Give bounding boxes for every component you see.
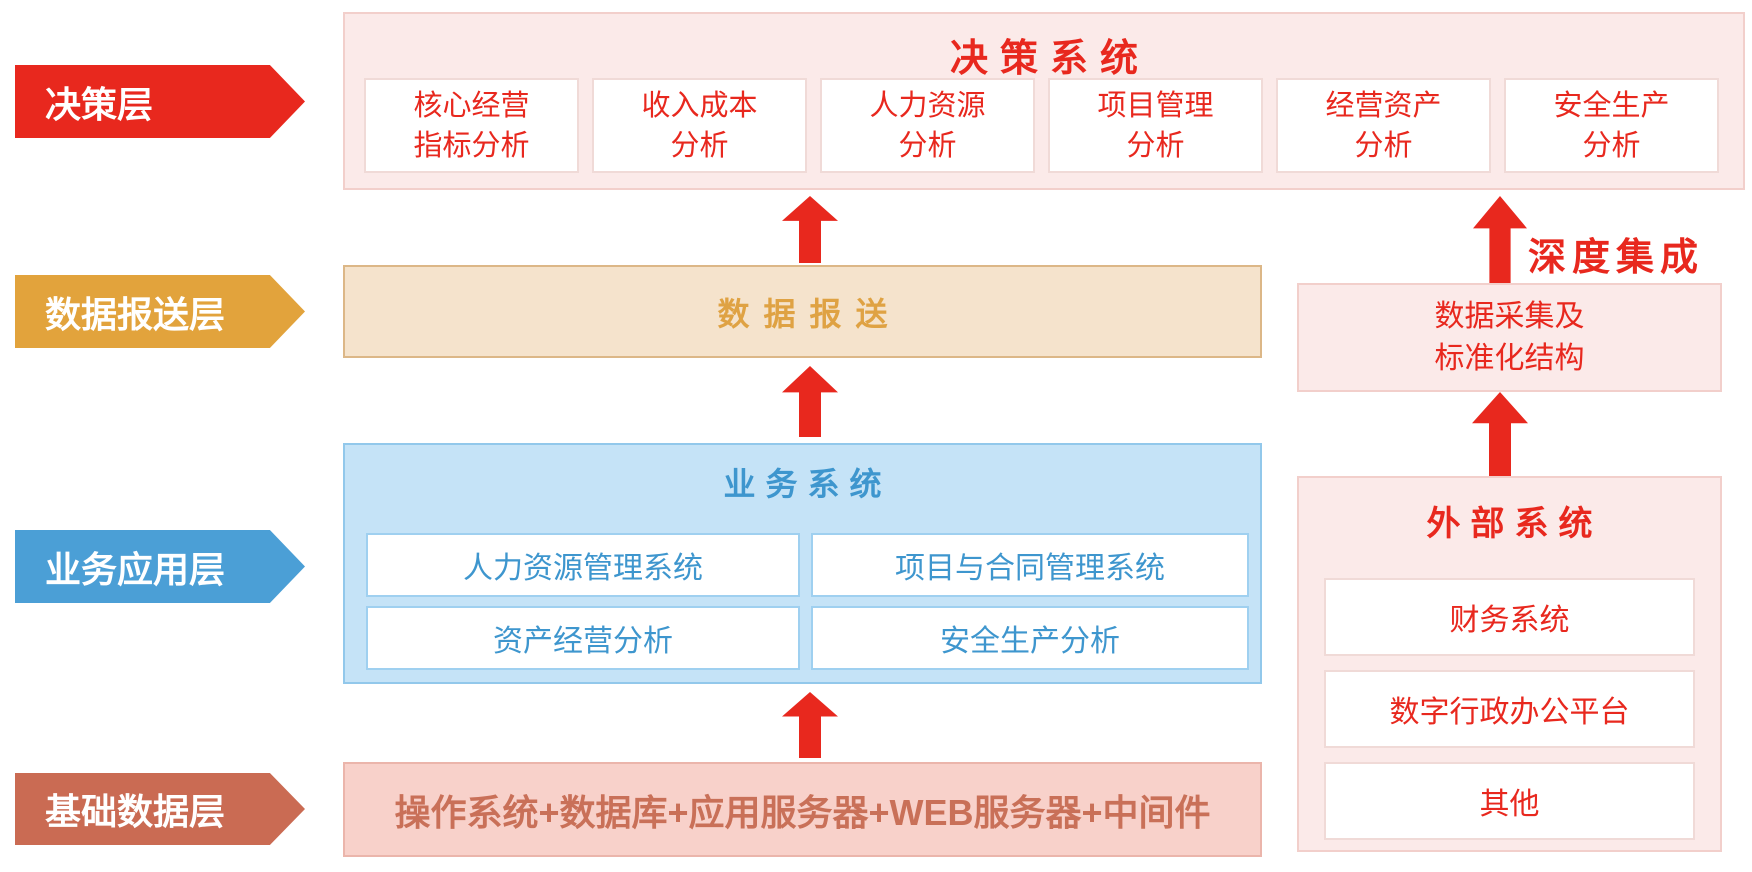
up-arrow-icon [782,692,838,758]
data-collection-label: 数据采集及 标准化结构 [1434,299,1585,375]
decision-box-project-mgmt: 项目管理 分析 [1048,78,1263,173]
layer-arrow-base-data: 基础数据层 [15,773,305,845]
layer-arrow-data-reporting: 数据报送层 [15,275,305,348]
decision-system-panel: 决策系统 核心经营 指标分析 收入成本 分析 人力资源 分析 项目管理 分析 经… [343,12,1745,190]
decision-box-core-indicators: 核心经营 指标分析 [364,78,579,173]
foundation-layer-bar: 操作系统+数据库+应用服务器+WEB服务器+中间件 [343,762,1262,857]
external-box-other: 其他 [1324,762,1695,840]
decision-box-safety-production: 安全生产 分析 [1504,78,1719,173]
data-reporting-label: 数据报送 [717,295,902,332]
decision-box-hr-analysis: 人力资源 分析 [820,78,1035,173]
layer-arrow-data-reporting-label: 数据报送层 [45,293,226,335]
up-arrow-icon [782,196,838,263]
business-box-asset-operation: 资产经营分析 [366,606,800,670]
decision-box-revenue-cost: 收入成本 分析 [592,78,807,173]
foundation-layer-label: 操作系统+数据库+应用服务器+WEB服务器+中间件 [394,791,1211,833]
external-box-finance-system: 财务系统 [1324,578,1695,656]
data-reporting-bar: 数据报送 [343,265,1262,358]
external-box-digital-office-platform: 数字行政办公平台 [1324,670,1695,748]
layer-arrow-decision-label: 决策层 [45,83,154,125]
deep-integration-arrow-icon [1473,196,1527,283]
layer-arrow-decision: 决策层 [15,65,305,138]
decision-system-title: 决策系统 [949,38,1150,80]
external-system-title: 外部系统 [1426,505,1603,543]
business-system-title: 业务系统 [723,466,892,502]
external-system-panel: 外部系统 财务系统 数字行政办公平台 其他 [1297,476,1722,852]
up-arrow-icon [782,366,838,437]
decision-box-operating-assets: 经营资产 分析 [1276,78,1491,173]
business-system-panel: 业务系统 人力资源管理系统 项目与合同管理系统 资产经营分析 安全生产分析 [343,443,1262,684]
layer-arrow-business-application-label: 业务应用层 [45,548,226,590]
business-box-project-contract: 项目与合同管理系统 [811,533,1249,597]
data-collection-box: 数据采集及 标准化结构 [1297,283,1722,392]
business-box-hr-mgmt: 人力资源管理系统 [366,533,800,597]
up-arrow-icon [1472,392,1528,476]
business-box-safety-production: 安全生产分析 [811,606,1249,670]
deep-integration-label: 深度集成 [1528,237,1705,279]
layer-arrow-base-data-label: 基础数据层 [45,791,226,832]
layer-arrow-business-application: 业务应用层 [15,530,305,603]
